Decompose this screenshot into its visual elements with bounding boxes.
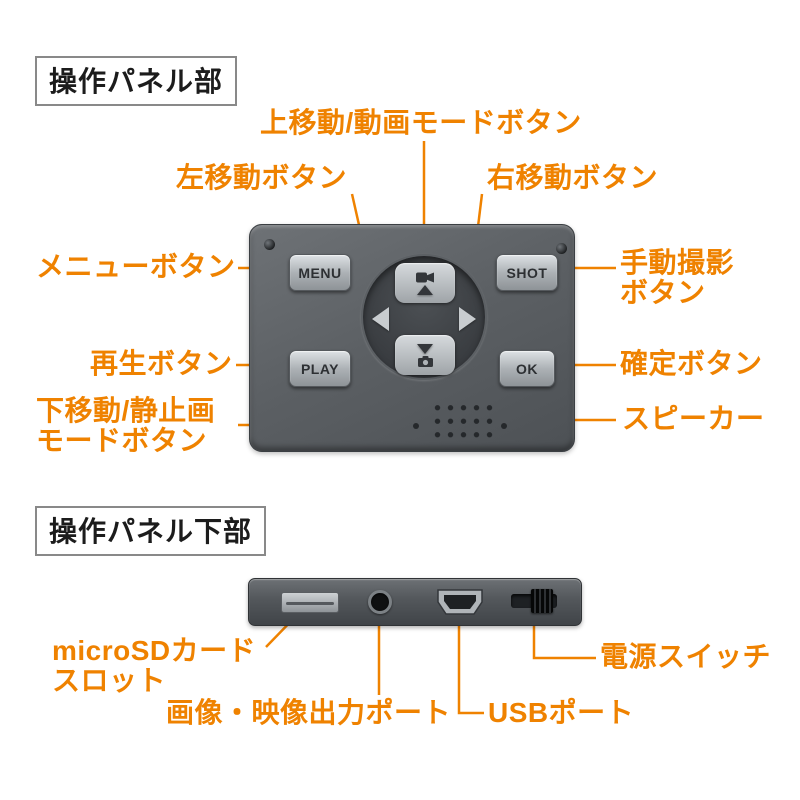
left-arrow-button <box>372 307 389 331</box>
device-control-panel: MENU SHOT PLAY OK <box>249 224 575 452</box>
microsd-slot-groove <box>286 602 334 605</box>
label-menu-button: メニューボタン <box>36 251 236 282</box>
label-shot-line2: ボタン <box>620 277 706 308</box>
label-microsd-line1: microSDカード <box>52 635 257 666</box>
section-title-panel: 操作パネル部 <box>35 56 238 106</box>
label-play-button: 再生ボタン <box>90 348 233 379</box>
av-output-port <box>368 590 392 614</box>
line-usb-label <box>457 616 484 715</box>
power-switch <box>511 589 557 613</box>
up-video-mode-button <box>395 263 455 303</box>
label-down-line2: モードボタン <box>36 425 208 456</box>
dpad <box>361 254 487 380</box>
play-button: PLAY <box>289 350 351 387</box>
panel-hole <box>413 423 419 429</box>
screw-icon <box>556 243 567 254</box>
down-arrow-icon <box>417 343 433 354</box>
label-av-output-port: 画像・映像出力ポート <box>166 697 452 728</box>
label-shot-line1: 手動撮影 <box>620 247 735 278</box>
label-shot-button: 手動撮影 ボタン <box>620 248 734 308</box>
label-right-button: 右移動ボタン <box>487 162 659 193</box>
menu-button: MENU <box>289 254 351 291</box>
label-up-video-button: 上移動/動画モードボタン <box>260 107 582 138</box>
microsd-slot <box>281 592 339 613</box>
label-left-button: 左移動ボタン <box>176 162 348 193</box>
down-photo-mode-button <box>395 335 455 375</box>
label-microsd-slot: microSDカード スロット <box>52 636 256 696</box>
video-camera-icon <box>416 272 434 282</box>
section-title-panel-bottom: 操作パネル下部 <box>35 506 267 556</box>
panel-hole <box>501 423 507 429</box>
label-usb-port: USBポート <box>488 697 635 728</box>
up-arrow-icon <box>417 284 433 295</box>
screw-icon <box>264 239 275 250</box>
usb-port <box>437 589 483 615</box>
power-switch-knob <box>531 589 553 613</box>
speaker-grille <box>428 399 494 441</box>
label-down-line1: 下移動/静止画 <box>36 395 216 426</box>
right-arrow-button <box>459 307 476 331</box>
label-down-photo-button: 下移動/静止画 モードボタン <box>36 396 215 456</box>
still-camera-icon <box>417 355 433 367</box>
ok-button: OK <box>499 350 555 387</box>
label-speaker: スピーカー <box>622 403 765 434</box>
shot-button: SHOT <box>496 254 558 291</box>
label-microsd-line2: スロット <box>52 665 167 696</box>
label-power-switch: 電源スイッチ <box>600 641 772 672</box>
device-bottom-edge <box>248 578 582 626</box>
label-ok-button: 確定ボタン <box>620 348 763 379</box>
